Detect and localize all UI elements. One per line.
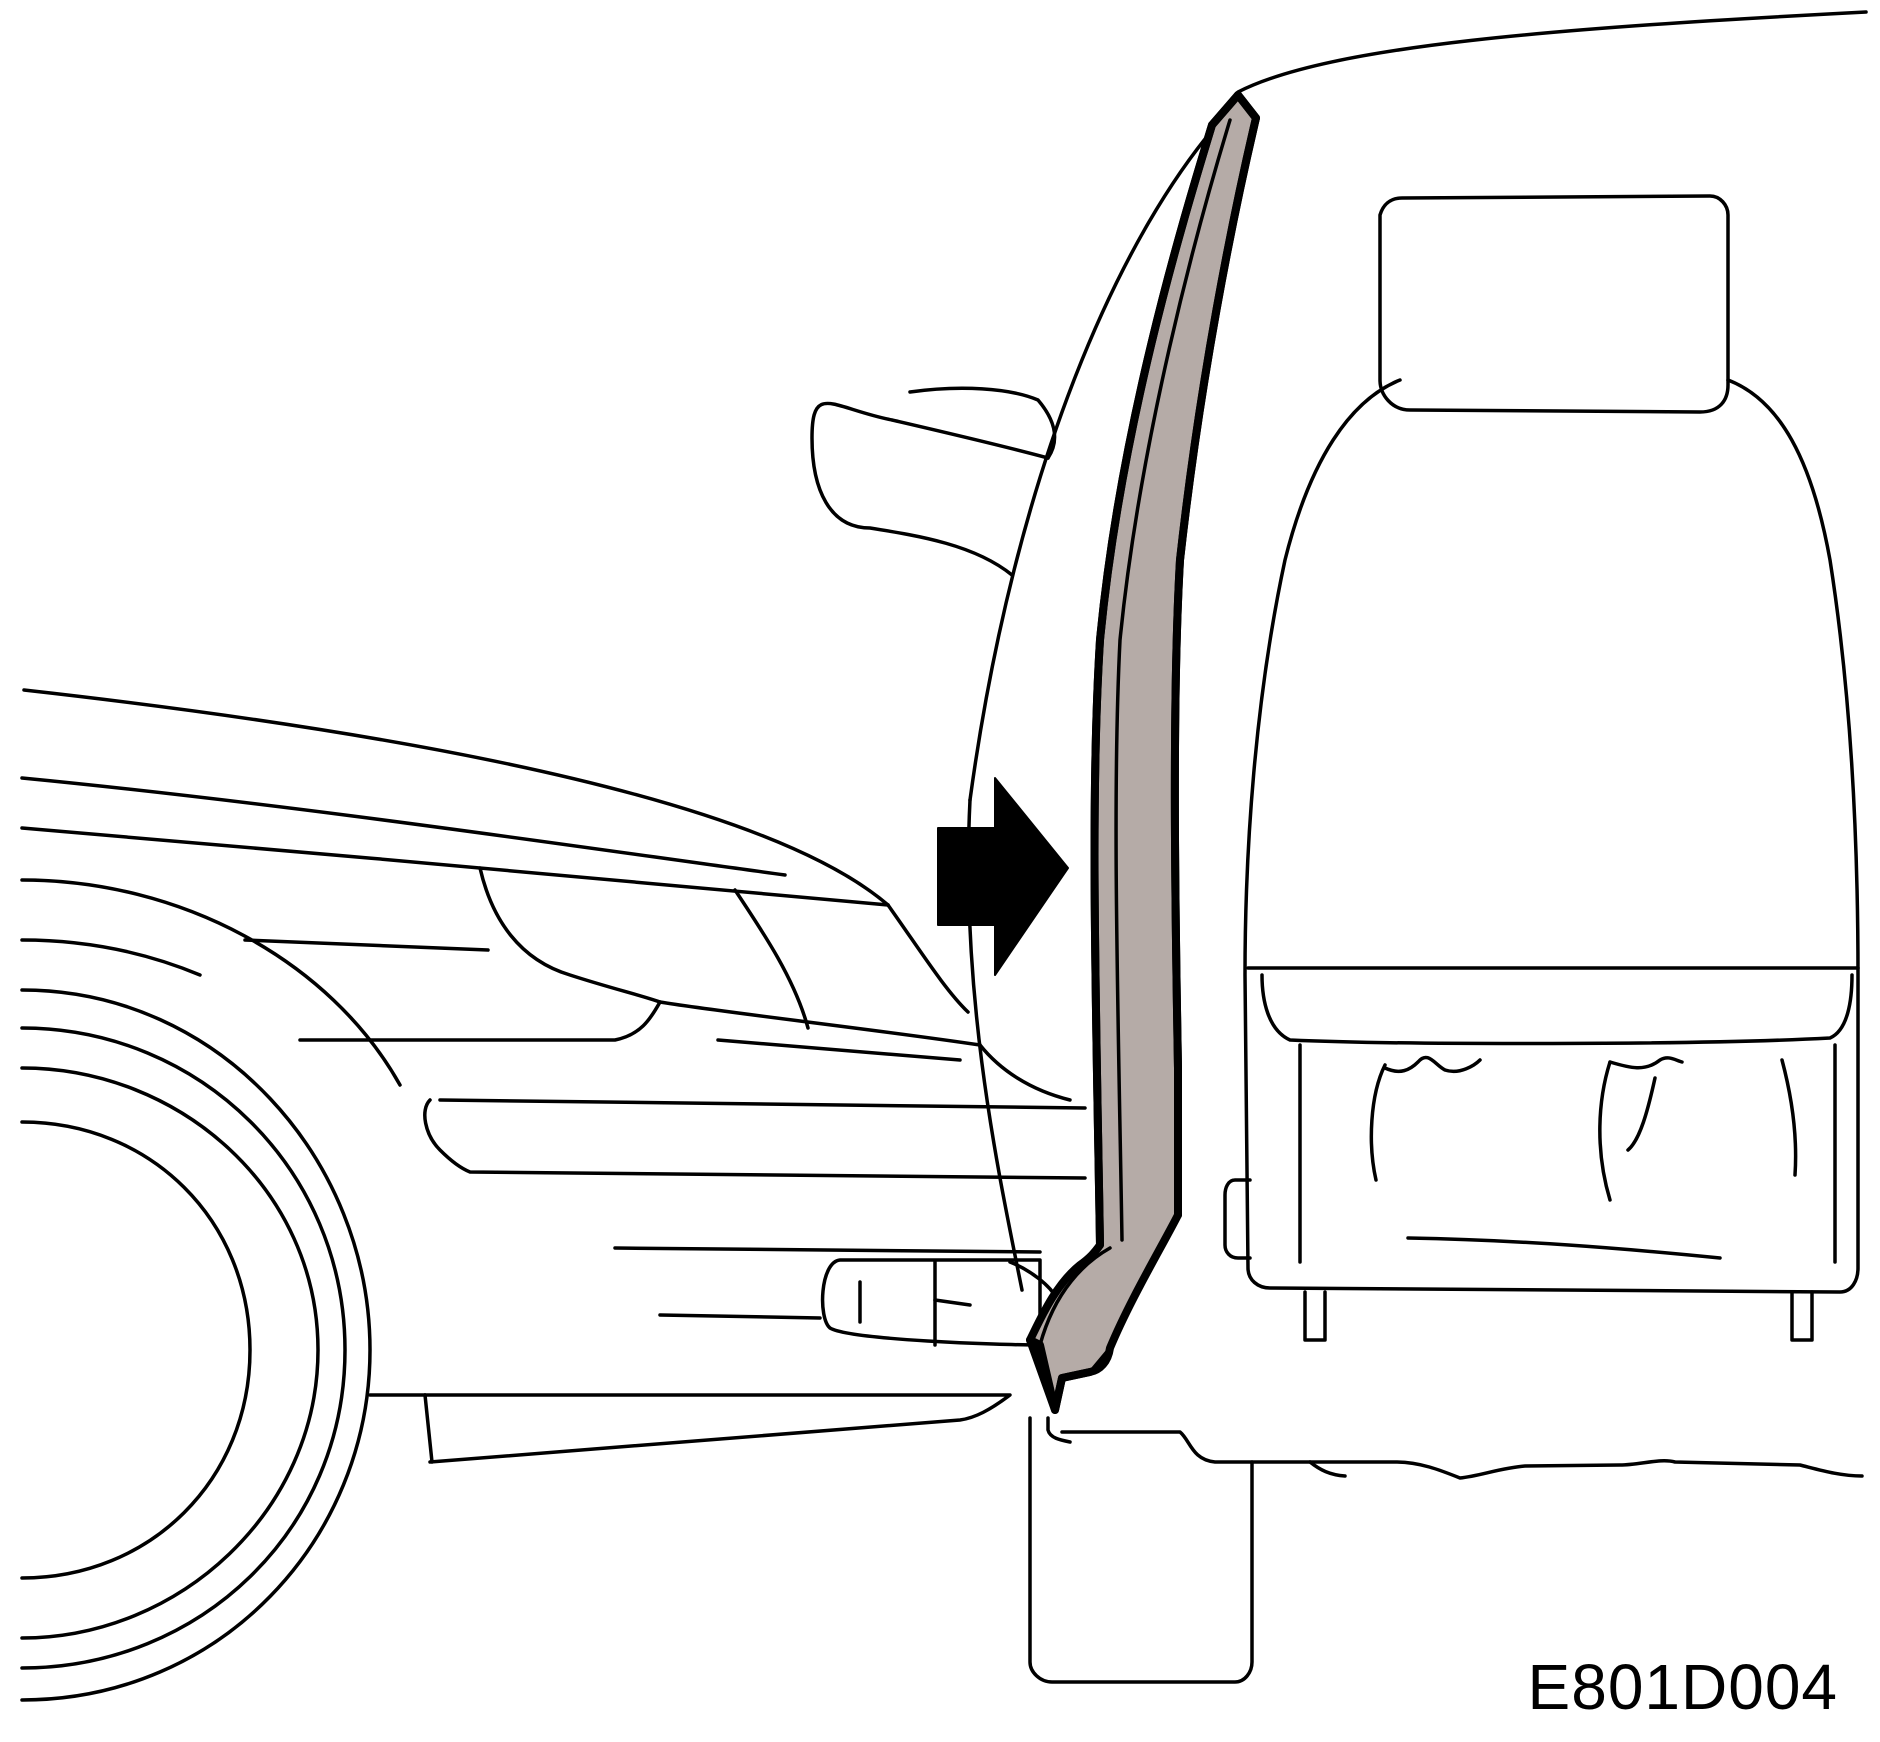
door-sill [1060, 1430, 1864, 1480]
seat-backrest [1243, 378, 1860, 1294]
seat-pocket [1260, 973, 1854, 1046]
hood [20, 688, 970, 1014]
seat-headrest [1378, 194, 1730, 414]
arrow-right-icon [937, 777, 1069, 976]
roof-line [1236, 10, 1868, 94]
front-bumper [368, 1098, 1087, 1464]
lower-sill-box [1028, 1416, 1254, 1684]
door-pillar-trim [1026, 91, 1260, 1414]
headlight [298, 866, 982, 1047]
pointer-arrow [937, 777, 1069, 976]
figure-code-label: E801D004 [1527, 1651, 1838, 1723]
fender [20, 878, 1072, 1102]
fog-lamp [820, 1258, 1060, 1347]
side-mirror [810, 386, 1057, 577]
front-seat [1223, 194, 1860, 1342]
front-wheel [20, 988, 372, 1702]
